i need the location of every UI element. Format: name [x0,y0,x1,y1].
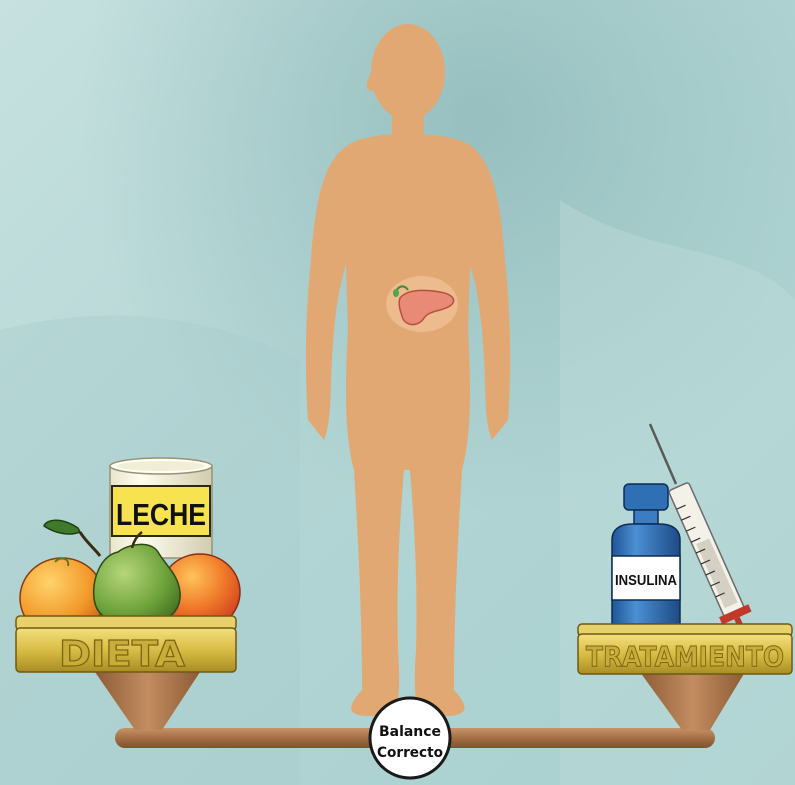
diet-tray: DIETA [16,616,236,675]
milk-label: LECHE [116,497,206,532]
balance-label-line1: Balance [379,724,441,740]
milk-carton-icon: LECHE [110,458,212,558]
balance-badge: Balance Correcto [370,698,450,778]
diet-label: DIETA [59,634,185,675]
balance-label-line2: Correcto [377,745,443,761]
insulin-label: INSULINA [615,572,677,589]
treatment-tray: TRATAMIENTO [578,624,792,674]
pancreas-icon [386,276,458,332]
treatment-label: TRATAMIENTO [586,640,784,673]
